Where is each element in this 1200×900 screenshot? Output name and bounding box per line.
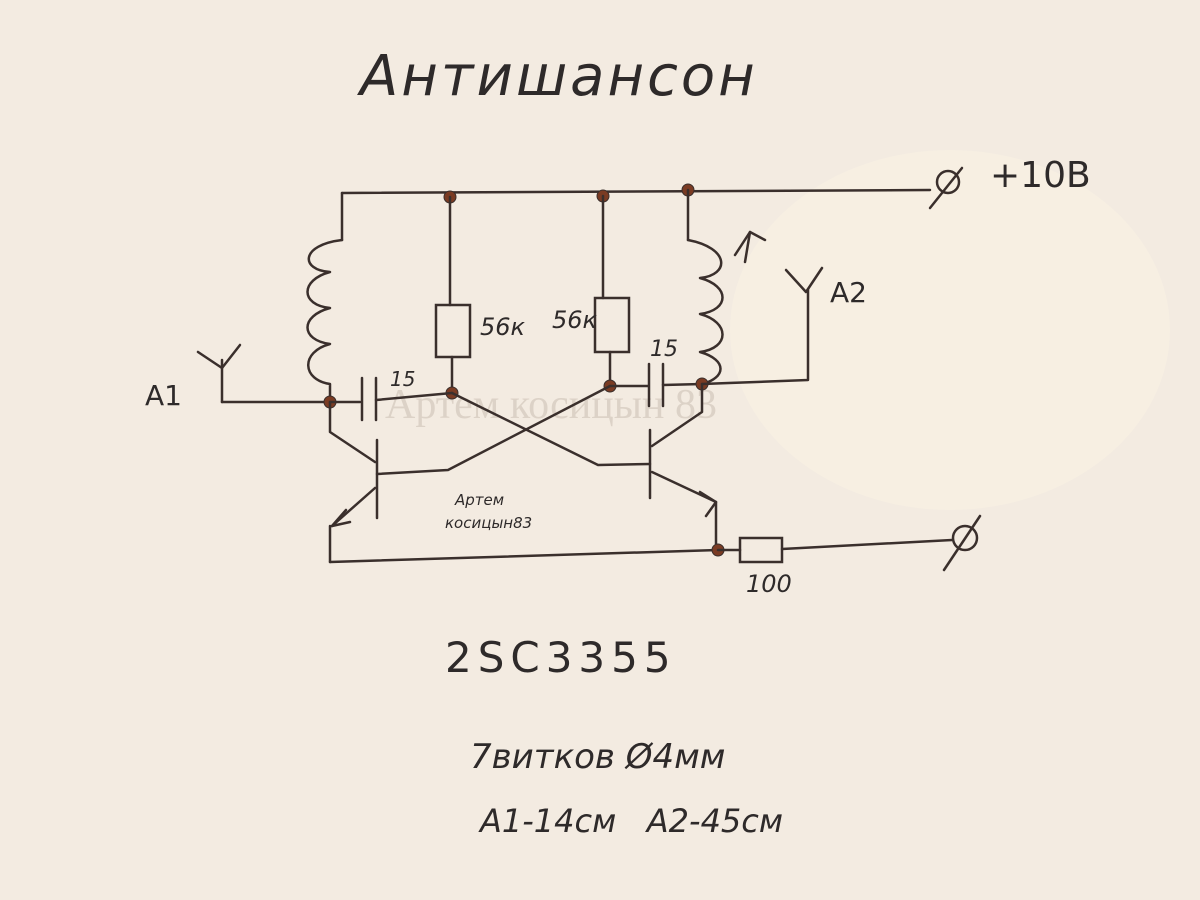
author-line-1: Артем (454, 491, 504, 509)
capacitor-left-label: 15 (390, 367, 415, 391)
resistor-right (593, 194, 631, 393)
transistor-part-label: 2SC3355 (445, 633, 677, 682)
author-line-2: косицын83 (445, 514, 532, 532)
capacitor-right (608, 362, 709, 408)
capacitor-left (328, 376, 454, 422)
antenna-a2 (700, 266, 824, 386)
resistor-left-label: 56к (480, 313, 526, 341)
supply-voltage-label: +10В (990, 155, 1091, 196)
coil-note: 7витков Ø4мм (470, 737, 725, 777)
cross-coupling (375, 384, 652, 476)
left-coil (306, 191, 344, 404)
resistor-right-label: 56к (552, 306, 598, 334)
antenna-a2-label: А2 (830, 276, 867, 309)
transistor-left (328, 400, 379, 564)
resistor-emitter-label: 100 (746, 570, 792, 598)
capacitor-right-label: 15 (650, 337, 678, 362)
page-title: Антишансон (357, 44, 758, 109)
right-coil (686, 188, 767, 386)
watermark-text: Артем косицын 83 (385, 382, 717, 428)
paper-light-spot (730, 150, 1170, 510)
emitter-resistor (328, 514, 982, 572)
antenna-a1-label: А1 (145, 379, 182, 412)
antenna-lengths-note: А1-14см А2-45см (478, 802, 783, 840)
